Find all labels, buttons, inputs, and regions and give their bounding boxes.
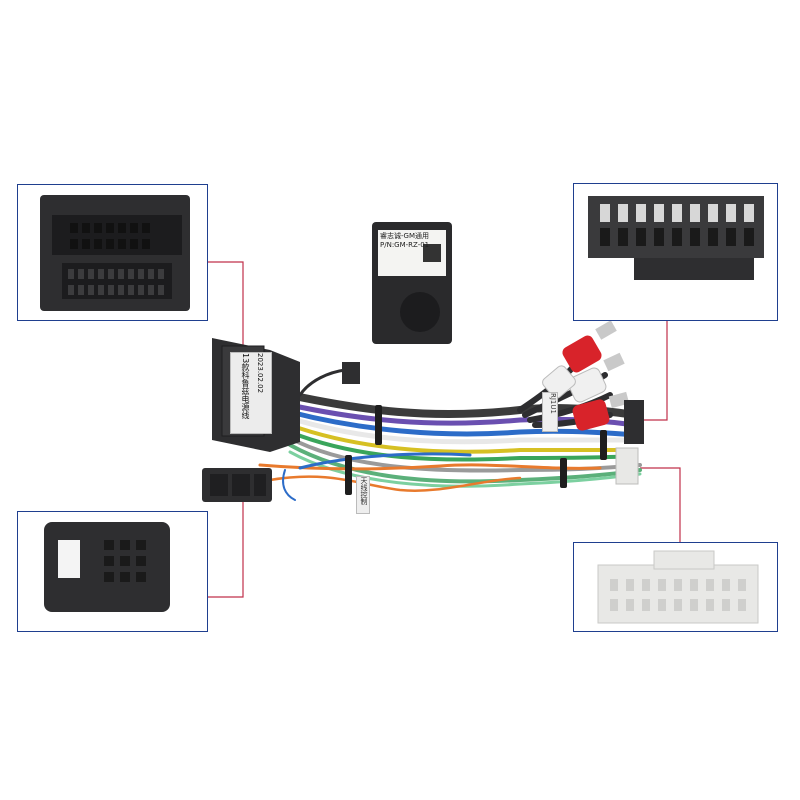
inset-top-right-connector [573,183,778,321]
harness-label-title: 13款科鲁兹电源线 [241,353,250,420]
harness-label: 13款科鲁兹电源线 2023.02.02 [230,352,272,434]
module-brand-line: 睿志诚-GM通用 [380,232,429,240]
right-white-connector [615,447,639,485]
decoder-module [372,222,452,344]
harness-label-date: 2023.02.02 [256,353,264,394]
cable-tie [600,430,607,460]
connector-face-bottom-right [597,550,759,624]
antenna-tag: 天线控制 [356,476,370,514]
module-label: 睿志诚-GM通用 P/N:GM-RZ-01 [380,232,430,250]
leader-line-top-right [640,320,668,421]
inset-bottom-left-connector [17,511,208,632]
right-black-connector [624,400,644,444]
connector-face-bottom-left [44,522,170,612]
wire-bundle [258,347,642,501]
cable-ties [345,405,607,495]
secondary-black-plug [202,468,272,502]
cable-tie [560,458,567,488]
connector-face-top-left [40,195,190,311]
leader-lines [208,261,681,598]
rca-label: RJ1U1 [542,392,558,432]
leader-line-bottom-right [640,467,681,542]
inset-bottom-right-connector [573,542,778,632]
inset-top-left-connector [17,184,208,321]
small-two-pin-connector [342,362,360,384]
leader-line-top-left [208,261,244,365]
module-part-number: P/N:GM-RZ-01 [380,241,430,249]
rca-plugs [542,320,630,431]
cable-tie [375,405,382,445]
connector-face-top-right [588,196,764,280]
cable-tie [345,455,352,495]
leader-line-bottom-left [208,488,244,598]
